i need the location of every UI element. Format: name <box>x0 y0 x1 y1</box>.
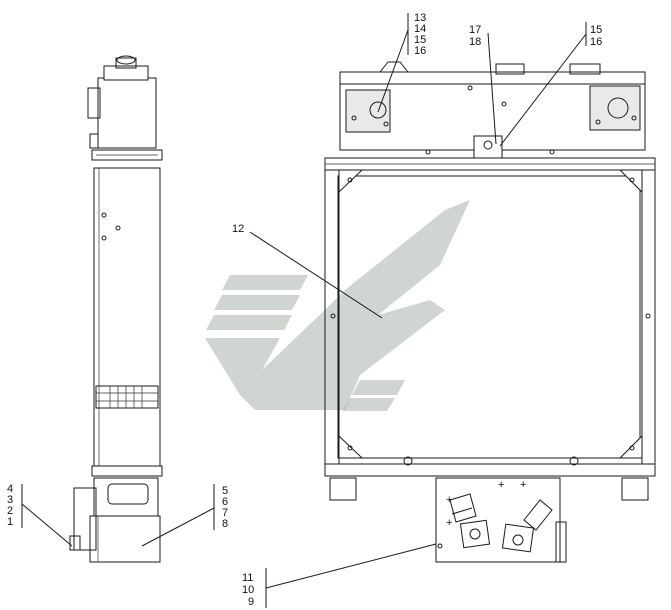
callout-10: 10 <box>242 584 254 596</box>
callout-14: 14 <box>414 23 426 35</box>
callout-7: 7 <box>222 507 228 519</box>
callout-8: 8 <box>222 518 228 530</box>
svg-text:+: + <box>498 479 504 491</box>
front-view: + + + + <box>324 61 656 563</box>
callout-1: 1 <box>7 516 13 528</box>
callout-15-right: 15 <box>590 24 602 36</box>
callout-3: 3 <box>7 494 13 506</box>
callout-15-16-right: 15 16 <box>590 24 602 48</box>
callout-13: 13 <box>414 12 426 24</box>
callout-4: 4 <box>7 483 13 495</box>
callout-16-right: 16 <box>590 36 602 48</box>
callout-18: 18 <box>469 36 481 48</box>
callout-5: 5 <box>222 485 228 497</box>
callout-11: 11 <box>242 572 253 584</box>
svg-text:+: + <box>446 517 452 529</box>
callout-17-18: 17 18 <box>469 24 481 48</box>
svg-text:+: + <box>520 479 526 491</box>
callout-5-8: 5 6 7 8 <box>222 485 228 530</box>
callout-17: 17 <box>469 24 481 36</box>
callout-9: 9 <box>248 596 254 608</box>
side-view <box>69 55 163 563</box>
leader-lines <box>21 13 587 608</box>
callout-11-9: 11 10 9 <box>242 572 254 608</box>
callout-12: 12 <box>232 223 244 235</box>
svg-text:+: + <box>446 494 452 506</box>
callout-4-1: 4 3 2 1 <box>7 483 13 528</box>
callout-16: 16 <box>414 45 426 57</box>
callout-13-16: 13 14 15 16 <box>414 12 426 57</box>
callout-2: 2 <box>7 505 13 517</box>
callout-15: 15 <box>414 34 426 46</box>
callout-6: 6 <box>222 496 228 508</box>
